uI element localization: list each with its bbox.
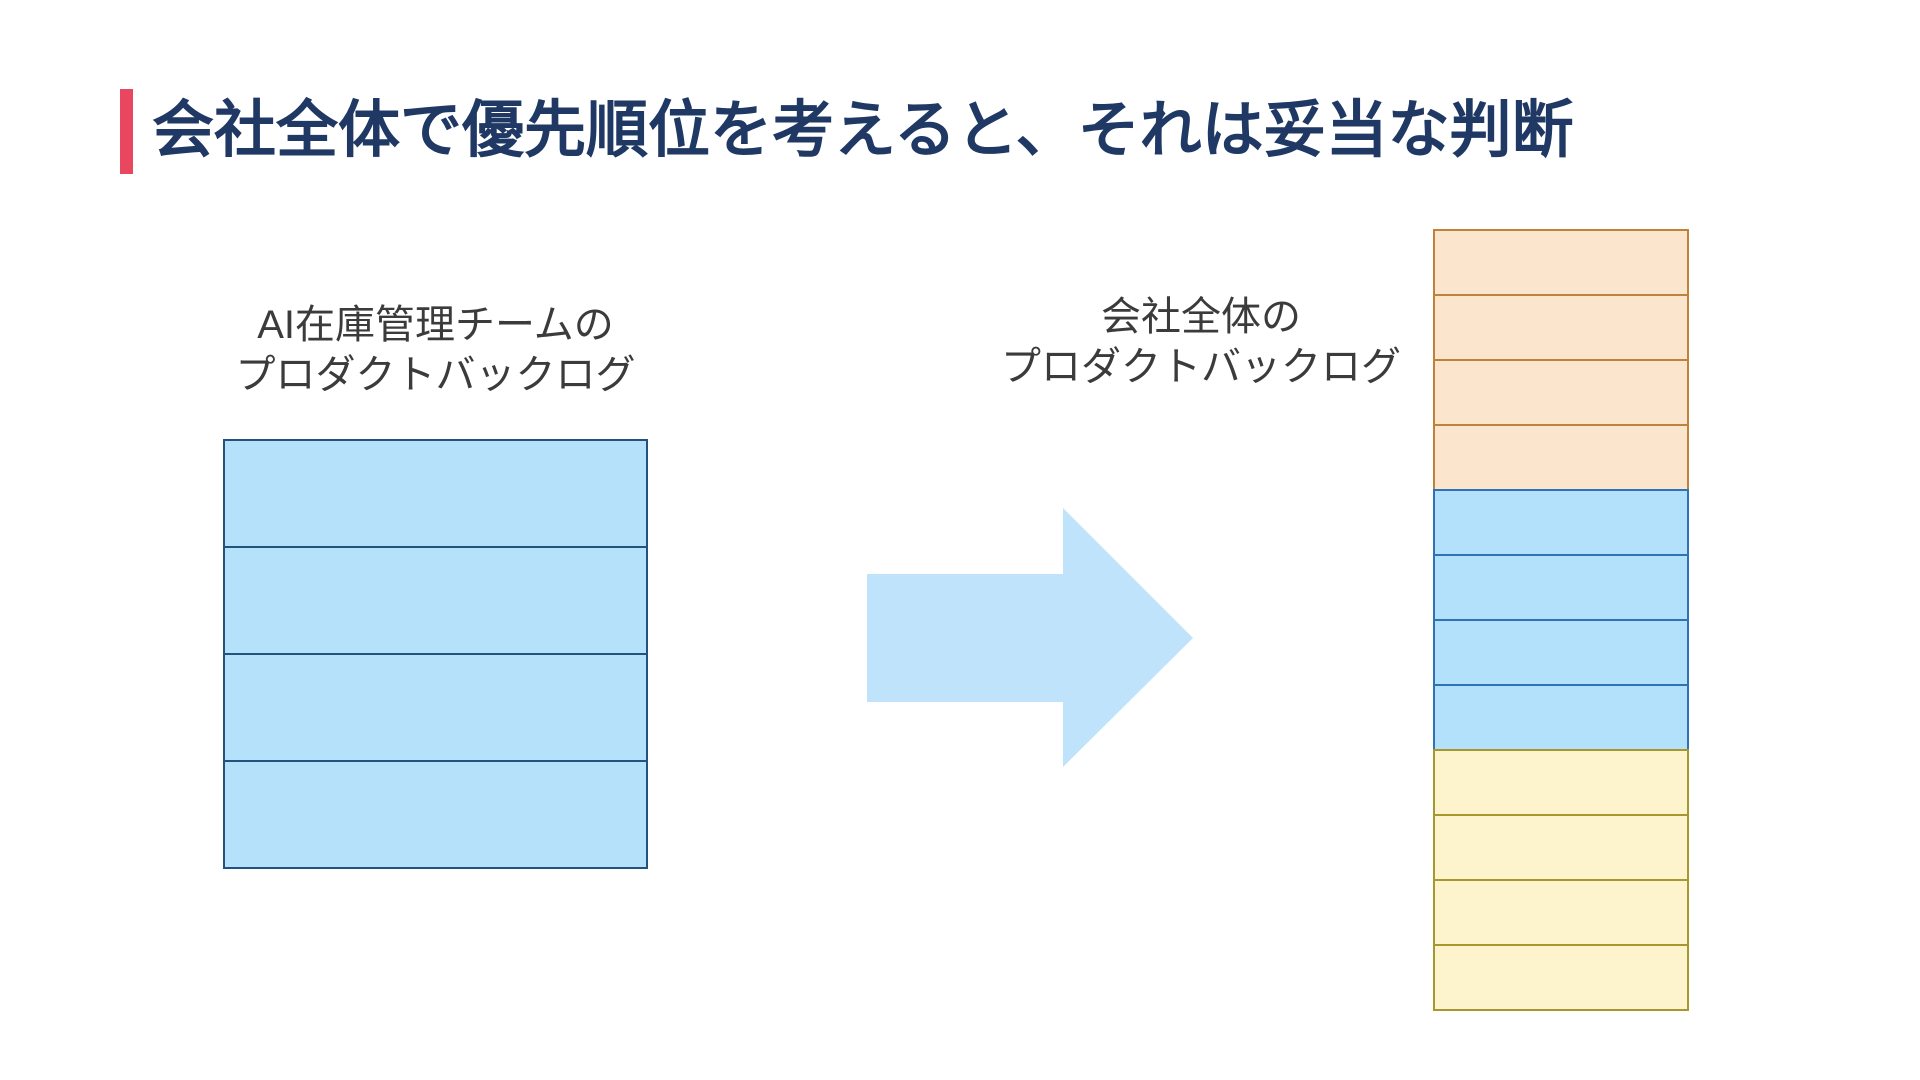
backlog-segment-yellow bbox=[1433, 944, 1689, 1011]
backlog-segment-blue bbox=[1433, 489, 1689, 556]
backlog-segment-orange bbox=[1433, 294, 1689, 361]
right-backlog-stack bbox=[1433, 229, 1689, 1011]
left-backlog-label-line2: プロダクトバックログ bbox=[235, 353, 636, 397]
arrow-right-polygon bbox=[867, 508, 1193, 767]
backlog-segment-blue bbox=[1433, 619, 1689, 686]
left-backlog-stack bbox=[223, 439, 648, 869]
left-backlog-label-line1: AI在庫管理チームの bbox=[257, 303, 614, 347]
backlog-segment-yellow bbox=[1433, 749, 1689, 816]
right-backlog-label-line2: プロダクトバックログ bbox=[1001, 345, 1401, 389]
backlog-segment-yellow bbox=[1433, 879, 1689, 946]
backlog-segment-blue bbox=[1433, 554, 1689, 621]
backlog-item-team bbox=[223, 546, 648, 655]
backlog-segment-orange bbox=[1433, 424, 1689, 491]
arrow-right-shape bbox=[867, 508, 1193, 767]
arrow-right-icon bbox=[867, 508, 1193, 767]
backlog-item-team bbox=[223, 439, 648, 548]
backlog-segment-yellow bbox=[1433, 814, 1689, 881]
backlog-item-team bbox=[223, 653, 648, 762]
backlog-segment-orange bbox=[1433, 359, 1689, 426]
backlog-item-team bbox=[223, 760, 648, 869]
backlog-segment-orange bbox=[1433, 229, 1689, 296]
slide-title: 会社全体で優先順位を考えると、それは妥当な判断 bbox=[152, 96, 1574, 165]
right-backlog-label-line1: 会社全体の bbox=[1101, 295, 1301, 339]
left-backlog-label: AI在庫管理チームの プロダクトバックログ bbox=[223, 300, 648, 400]
right-backlog-label: 会社全体の プロダクトバックログ bbox=[996, 292, 1406, 392]
backlog-segment-blue bbox=[1433, 684, 1689, 751]
title-accent-bar bbox=[120, 89, 133, 174]
